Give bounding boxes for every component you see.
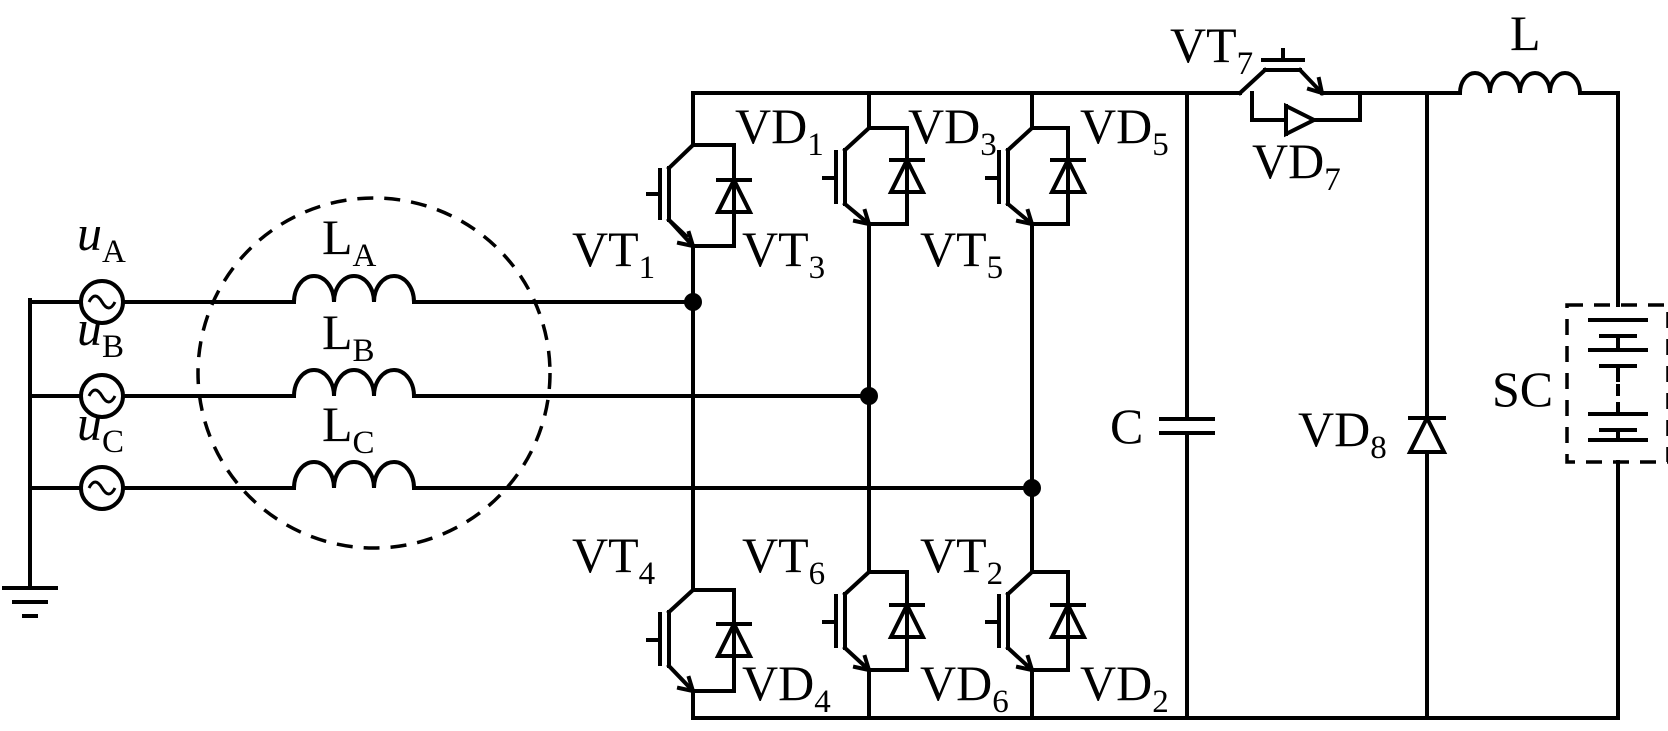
diode-vd4	[714, 588, 754, 693]
diode-vd6	[887, 570, 927, 672]
ac-source-c	[28, 465, 125, 511]
junction-dot-a	[684, 293, 702, 311]
igbt-vt4	[646, 587, 736, 694]
junction-dot-b	[860, 387, 878, 405]
diode-vd7	[1250, 91, 1362, 138]
label-vd5: VD5	[1080, 98, 1169, 163]
inductor-label-lb: LB	[322, 304, 375, 369]
inductor-group-outline	[196, 196, 552, 550]
igbt-vt5	[985, 125, 1070, 227]
inductor-la	[121, 274, 695, 305]
inductor-lb	[121, 368, 871, 399]
label-vd8: VD8	[1298, 401, 1387, 466]
label-vt3: VT3	[742, 221, 825, 286]
label-vt7: VT7	[1170, 17, 1253, 82]
label-vd3: VD3	[908, 98, 997, 163]
label-vd7: VD7	[1252, 133, 1341, 198]
diode-vd2	[1048, 570, 1088, 672]
source-label-c: uC	[77, 395, 124, 460]
igbt-vt7	[1237, 48, 1377, 96]
igbt-vt3	[822, 125, 909, 227]
label-capacitor: C	[1110, 398, 1143, 454]
label-output-inductor: L	[1510, 5, 1541, 61]
inductor-label-lc: LC	[322, 396, 375, 461]
igbt-vt2	[985, 569, 1070, 673]
label-vd2: VD2	[1080, 655, 1169, 720]
diode-vd3	[887, 126, 927, 226]
igbt-vt6	[822, 569, 909, 673]
inductor-label-la: LA	[322, 209, 377, 274]
label-vt4: VT4	[572, 527, 655, 592]
label-vt6: VT6	[742, 527, 825, 592]
label-vd4: VD4	[742, 655, 831, 720]
source-label-a: uA	[77, 205, 126, 270]
dc-link-capacitor	[1159, 91, 1215, 720]
source-label-b: uB	[77, 300, 124, 365]
inductor-lc	[121, 460, 1034, 491]
ground-symbol	[2, 298, 58, 618]
igbt-vt1	[646, 142, 736, 249]
label-vt5: VT5	[920, 221, 1003, 286]
label-vd1: VD1	[735, 98, 824, 163]
diode-vd5	[1048, 126, 1088, 226]
label-vt2: VT2	[920, 527, 1003, 592]
label-supercapacitor: SC	[1492, 361, 1553, 417]
label-vd6: VD6	[920, 655, 1009, 720]
supercapacitor-sc	[1565, 91, 1668, 720]
diode-vd1	[714, 143, 754, 248]
label-vt1: VT1	[572, 221, 655, 286]
junction-dot-c	[1023, 479, 1041, 497]
dc-positive-bus	[691, 71, 1620, 96]
diode-vd8	[1406, 91, 1448, 720]
